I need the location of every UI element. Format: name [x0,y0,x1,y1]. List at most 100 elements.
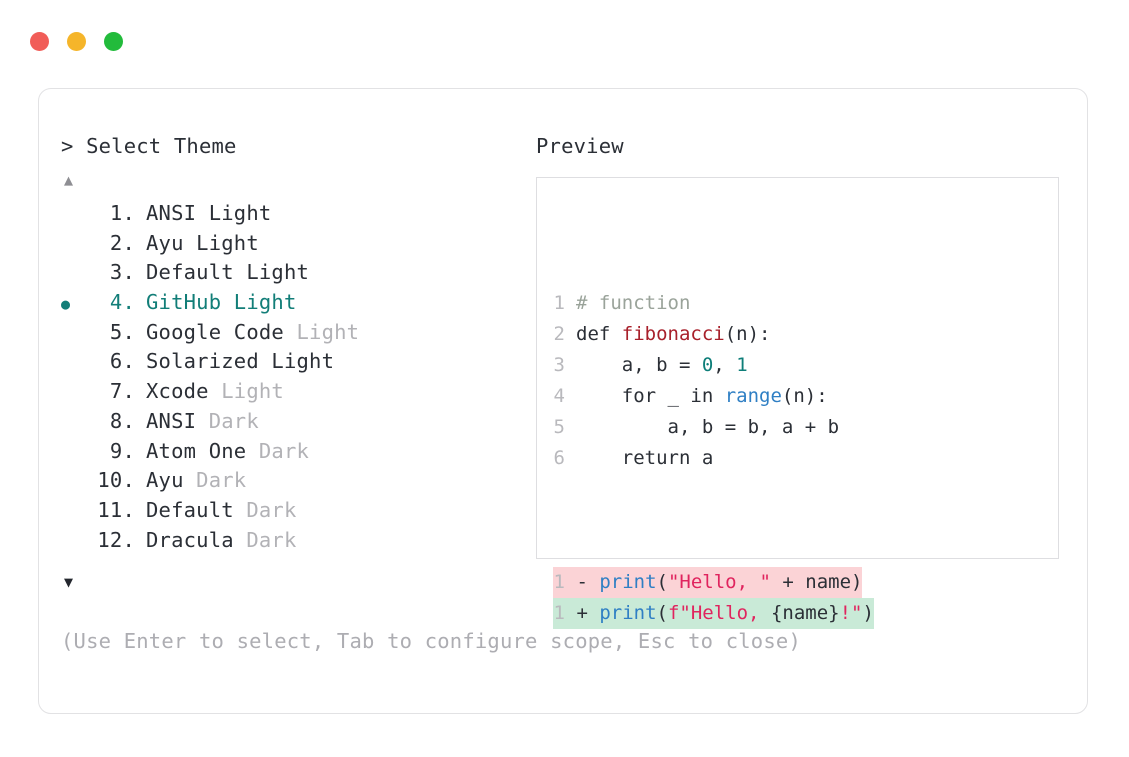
theme-item-variant: Dark [183,468,247,493]
theme-item-index: 1. [109,201,135,225]
theme-item-index: 11. [97,497,135,522]
theme-item-name: Default [146,260,234,285]
theme-item-name: Dracula [146,527,234,552]
code-token: f"Hello, [667,602,771,624]
theme-item-name: Ayu [146,468,184,493]
theme-item-name: Xcode [146,379,209,404]
theme-list-item[interactable]: 5. Google Code Light [61,318,531,348]
theme-item-variant: Light [283,319,360,344]
code-token: 1 [736,354,748,376]
code-token: ) [862,602,874,624]
code-token: {name} [770,602,840,624]
theme-item-name: GitHub [146,290,222,315]
line-number: 1 [553,292,565,314]
code-token: print [599,571,657,593]
theme-list-item[interactable]: 2. Ayu Light [61,229,531,259]
code-token: "Hello, " [667,571,771,593]
theme-item-index: 7. [109,379,135,404]
theme-item-name: Ayu [146,230,184,255]
line-number: 4 [553,385,565,407]
code-line: 2 def fibonacci(n): [553,319,874,350]
theme-item-index: 10. [97,468,135,493]
theme-list-item[interactable]: 10. Ayu Dark [61,466,531,496]
minimize-window-button[interactable] [67,32,86,51]
theme-item-variant: Dark [233,497,297,522]
theme-item-name: Default [146,497,234,522]
code-token: a, b = b, a + b [576,416,840,438]
theme-item-index: 8. [109,408,135,433]
code-line: 1 # function [553,288,874,319]
code-token: # function [576,292,691,314]
line-number: 2 [553,323,565,345]
diff-added-line: 1 + print(f"Hello, {name}!") [553,598,874,629]
theme-item-index: 4. [109,290,135,315]
theme-item-index: 12. [97,527,135,552]
theme-selector-column: > Select Theme ▲ 1. ANSI Light 2. Ayu Light… [61,133,531,593]
theme-item-variant: Dark [196,408,259,433]
theme-list-item[interactable]: 8. ANSI Dark [61,407,531,437]
diff-sign: - [565,571,600,593]
diff-sign: + [565,602,600,624]
theme-list-item[interactable]: 6.Solarized Light [61,347,531,377]
selected-bullet-icon: ● [61,295,71,314]
code-token: return a [576,447,714,469]
code-token: (n): [724,323,771,345]
theme-item-variant: Light [258,349,335,374]
theme-item-name: Google Code [146,319,284,344]
theme-item-variant: Light [221,290,297,315]
line-number: 1 [553,571,565,593]
keyboard-hint: (Use Enter to select, Tab to configure s… [61,629,801,653]
code-token: fibonacci [621,323,725,345]
line-number: 3 [553,354,565,376]
code-token: ( [656,571,668,593]
theme-selector-card: > Select Theme ▲ 1. ANSI Light 2. Ayu Light… [38,88,1088,714]
code-token: a, b = [576,354,702,376]
line-number: 1 [553,602,565,624]
window-traffic-lights [30,32,123,51]
code-token: for _ in [576,385,725,407]
theme-item-index: 2. [109,230,135,255]
line-number: 6 [553,447,565,469]
preview-column: Preview [536,133,1066,159]
theme-item-name: ANSI [146,408,197,433]
theme-list-item[interactable]: 3.Default Light [61,258,531,288]
code-token: !" [839,602,863,624]
select-theme-prompt: > Select Theme [61,134,237,158]
theme-list-item[interactable]: 1.ANSI Light [61,199,531,229]
line-number: 5 [553,416,565,438]
code-line: 3 a, b = 0, 1 [553,350,874,381]
code-token: print [599,602,657,624]
theme-item-variant: Light [183,230,259,255]
scroll-up-icon[interactable]: ▲ [64,171,74,189]
maximize-window-button[interactable] [104,32,123,51]
code-token: , [713,354,737,376]
theme-list-item[interactable]: ● 4. GitHub Light [61,288,531,318]
diff-removed-line: 1 - print("Hello, " + name) [553,567,863,598]
code-line: 4 for _ in range(n): [553,381,874,412]
theme-list-item[interactable]: 9. Atom One Dark [61,437,531,467]
code-token: def [576,323,622,345]
scroll-down-icon[interactable]: ▼ [64,573,74,592]
theme-list-item[interactable]: 12. Dracula Dark [61,526,531,556]
preview-title: Preview [536,134,624,158]
code-token: 0 [701,354,714,376]
theme-item-variant: Dark [233,527,297,552]
theme-item-name: ANSI [146,201,197,225]
code-token: (n): [781,385,828,407]
theme-list-item[interactable]: 11. Default Dark [61,496,531,526]
code-line: 6 return a [553,443,874,474]
theme-item-index: 9. [109,438,135,463]
theme-item-index: 5. [109,319,135,344]
code-line: 5 a, b = b, a + b [553,412,874,443]
theme-item-variant: Dark [246,438,310,463]
theme-item-name: Atom One [146,438,247,463]
close-window-button[interactable] [30,32,49,51]
theme-list-item[interactable]: 7.Xcode Light [61,377,531,407]
theme-item-name: Solarized [146,349,259,374]
theme-item-variant: Light [233,260,310,285]
diff-lines: 1 - print("Hello, " + name)1 + print(f"H… [553,567,874,629]
